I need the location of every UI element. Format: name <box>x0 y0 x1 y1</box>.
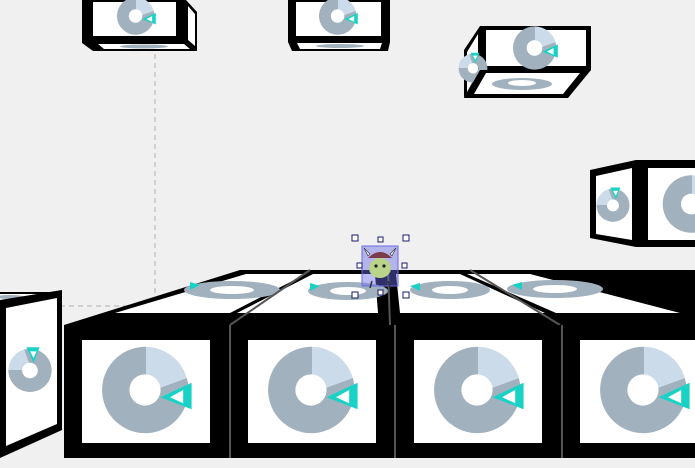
floating-cube-3[interactable] <box>459 26 591 98</box>
left-cube[interactable] <box>0 290 62 458</box>
editor-guide-lines <box>60 45 156 307</box>
floor-cube-row[interactable] <box>64 269 695 458</box>
selection-handles[interactable] <box>351 234 410 299</box>
floating-cube-1[interactable] <box>82 0 197 51</box>
selected-character[interactable] <box>361 245 399 289</box>
right-cube[interactable] <box>590 160 695 247</box>
floating-cube-2[interactable] <box>288 0 390 51</box>
